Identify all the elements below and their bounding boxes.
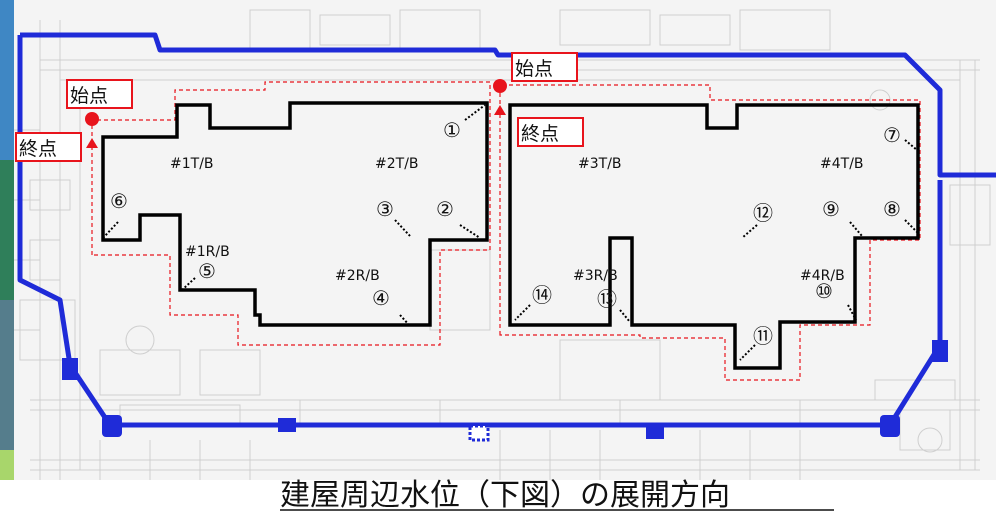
route-lines	[91, 81, 921, 381]
leader-lines	[102, 104, 918, 361]
building-label-3tb: #3T/B	[578, 156, 622, 172]
point-12: ⑫	[753, 201, 773, 225]
diagram-caption: 建屋周辺水位（下図）の展開方向	[280, 478, 730, 513]
building-label-1tb: #1T/B	[170, 156, 214, 172]
building-label-3rb: #3R/B	[573, 268, 618, 284]
point-7: ⑦	[883, 123, 901, 147]
end-label-box-left	[15, 132, 82, 162]
point-2: ②	[436, 197, 454, 221]
blue-pipe	[17, 32, 996, 428]
building-label-2tb: #2T/B	[375, 156, 419, 172]
building-label-2rb: #2R/B	[335, 268, 380, 284]
building-label-4rb: #4R/B	[800, 268, 845, 284]
building-outlines	[101, 101, 920, 370]
left-edge-strip	[0, 0, 14, 515]
point-8: ⑧	[883, 197, 901, 221]
point-5: ⑤	[198, 259, 216, 283]
start-label-left: 始点	[70, 85, 108, 107]
cad-background	[14, 0, 996, 480]
point-9: ⑨	[822, 197, 840, 221]
point-6: ⑥	[110, 189, 128, 213]
start-label-right: 始点	[515, 58, 553, 80]
end-label-box-right	[517, 117, 584, 147]
start-label-box-right	[511, 52, 578, 82]
end-arrows	[86, 105, 506, 148]
point-14: ⑭	[532, 283, 552, 307]
start-marker-right	[493, 79, 507, 93]
start-label-box-left	[66, 79, 133, 109]
point-3: ③	[376, 197, 394, 221]
point-10: ⑩	[815, 279, 833, 303]
point-11: ⑪	[753, 324, 773, 348]
start-marker-left	[85, 112, 99, 126]
building-label-1rb: #1R/B	[185, 244, 230, 260]
point-1: ①	[443, 118, 461, 142]
caption-band	[0, 480, 996, 515]
pipe-fittings	[62, 340, 948, 442]
end-label-right: 終点	[521, 123, 559, 145]
end-label-left: 終点	[19, 138, 57, 160]
building-label-4tb: #4T/B	[820, 156, 864, 172]
point-13: ⑬	[597, 287, 617, 311]
point-4: ④	[372, 286, 390, 310]
